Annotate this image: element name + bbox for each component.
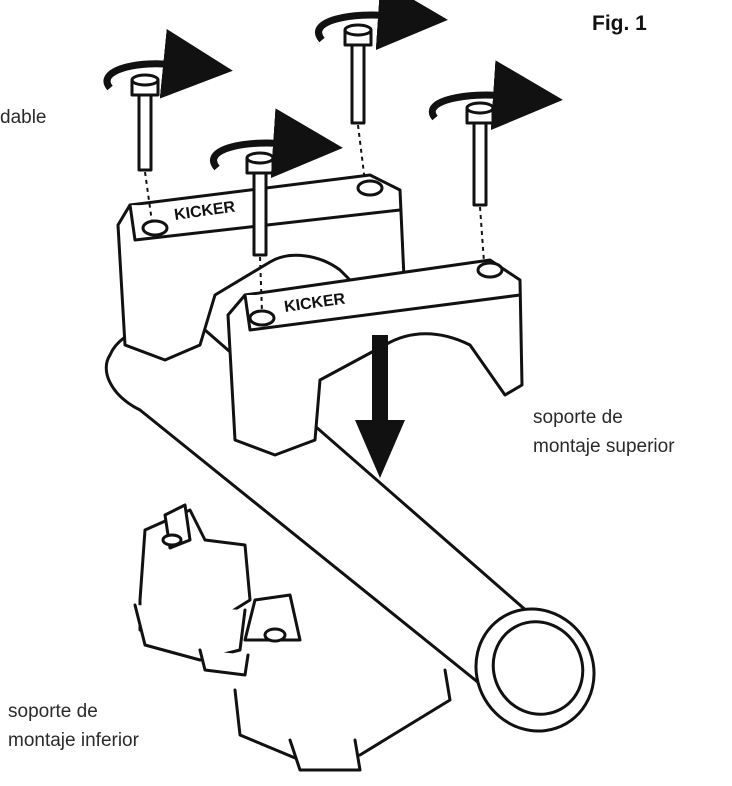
down-arrow-icon: [355, 335, 405, 478]
rotate-arrow-2: [315, 0, 448, 51]
upper-mount-label-line1: soporte de: [533, 407, 623, 428]
lower-mount-bracket: [133, 503, 452, 772]
upper-mount-label-line2: montaje superior: [533, 436, 675, 457]
rotate-arrow-1: [103, 28, 233, 99]
bolt-guides: [144, 124, 485, 313]
rotate-arrow-4: [210, 108, 343, 179]
figure-label: Fig. 1: [592, 12, 647, 35]
rotate-arrow-3: [428, 60, 563, 131]
lower-mount-label-line2: montaje inferior: [8, 730, 139, 751]
upper-mount-block-front: [226, 258, 524, 457]
bolt-4: [245, 151, 275, 257]
upper-mount-block-back: [116, 173, 407, 362]
bolt-3: [465, 101, 495, 207]
lower-mount-label-line1: soporte de: [8, 701, 98, 722]
rotation-arrows: [103, 0, 563, 179]
bolt-2: [343, 23, 373, 125]
bolt-1: [130, 73, 160, 172]
partial-label: dable: [0, 107, 47, 128]
tube: [104, 320, 596, 733]
